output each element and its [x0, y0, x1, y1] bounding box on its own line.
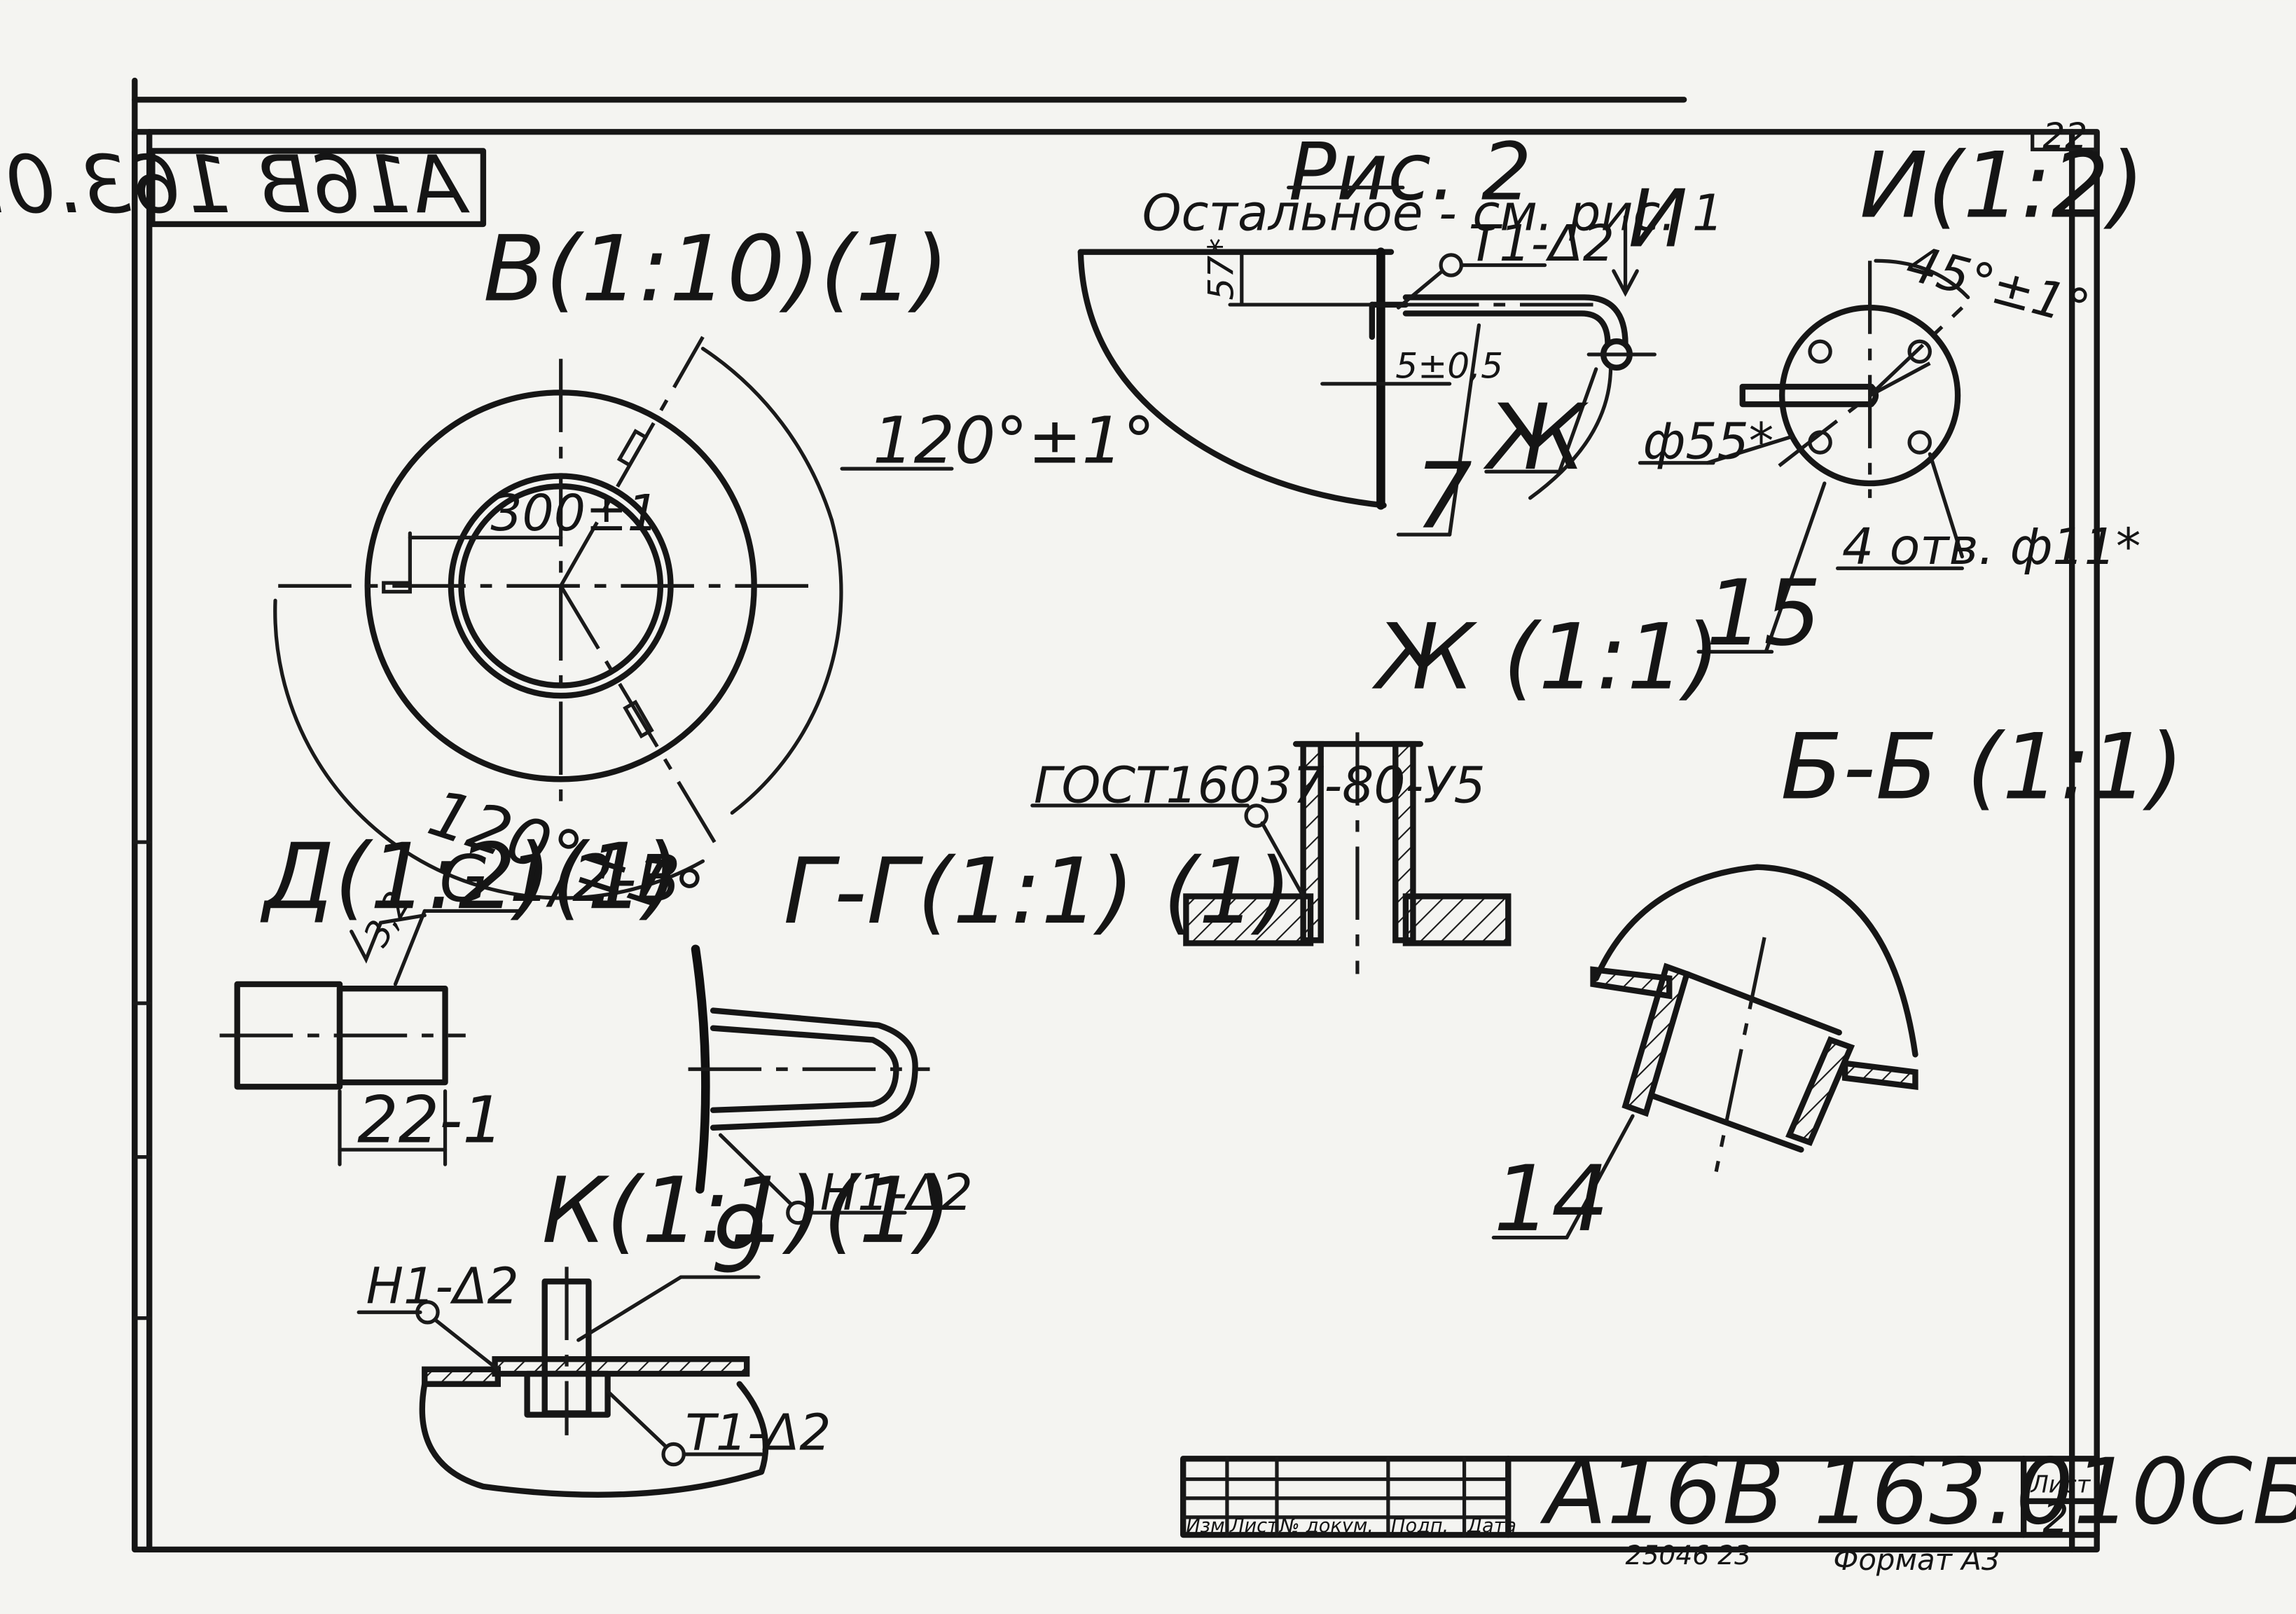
view-v-radius: 300±1 — [490, 484, 658, 542]
view-k-title: К(1:1)(1) — [542, 1158, 952, 1264]
mirrored-code-box: А16В 163.010СБ — [0, 139, 487, 231]
fig2-weld: Т1-Δ2 — [1469, 214, 1614, 273]
view-k-weld-right: Т1-Δ2 — [685, 1404, 831, 1462]
view-g-drawing — [688, 944, 930, 1225]
view-zh-drawing — [1030, 732, 1512, 974]
document-code: А16В 163.010СБ — [1540, 1439, 2296, 1545]
fig2-item: 7 — [1414, 443, 1472, 549]
sheet-frame — [132, 77, 2100, 1553]
view-v-drawing — [273, 336, 954, 900]
fig2-title: Рис. 2 — [1289, 125, 1532, 218]
title-block — [1180, 1456, 2100, 1538]
col-list: Лист — [1229, 1515, 1279, 1537]
fig2-subtitle: Остальное - см. рис. 1 — [1142, 184, 1724, 242]
fig2-view-arrow: И — [1628, 172, 1687, 265]
view-g-title: Г-Г(1:1) (1) — [783, 839, 1292, 944]
view-d-length: 22-1 — [357, 1083, 504, 1158]
view-k-item: 9 — [710, 1187, 768, 1293]
view-v-angle-top: 120°±1° — [873, 404, 1155, 478]
sheet-label: Лист — [2031, 1470, 2091, 1498]
top-corner-number: 22 — [2042, 115, 2087, 156]
format-label: Формат А3 — [1833, 1543, 2000, 1577]
col-izm: Изм. — [1186, 1515, 1231, 1537]
view-k-weld-left: Н1-Δ2 — [366, 1257, 519, 1316]
view-i-holes: 4 отв. ф11* — [1842, 518, 2141, 576]
footer-number: 25046 23 — [1626, 1540, 1752, 1571]
view-i-drawing — [1638, 258, 1970, 654]
view-i-diameter: ф55* — [1643, 412, 1774, 470]
view-v-title: В(1:10)(1) — [483, 216, 949, 322]
view-i-item: 15 — [1706, 560, 1822, 666]
col-date: Дата — [1467, 1515, 1516, 1537]
view-bb-drawing — [1491, 864, 1918, 1240]
view-bb-title: Б-Б (1:1) — [1780, 714, 2184, 820]
view-k-drawing — [357, 1267, 769, 1498]
fig2-view-ref: Ж — [1483, 385, 1589, 490]
fig2-dim-offset: 5±0,5 — [1395, 345, 1503, 386]
view-bb-item: 14 — [1493, 1146, 1609, 1252]
view-i-title: И(1:2) — [1860, 133, 2145, 239]
sheet-number: 2 — [2042, 1494, 2068, 1542]
view-g-weld: Н1-Δ2 — [820, 1164, 973, 1222]
mirrored-code: А16В 163.010СБ — [0, 139, 470, 231]
view-d-title: Д(1:2)(1) — [260, 824, 680, 930]
view-d-drawing — [219, 909, 522, 1166]
view-zh-title: Ж (1:1) — [1371, 605, 1720, 710]
view-d-thread: G 1/2-B — [439, 841, 681, 916]
view-zh-standard: ГОСТ16037-80-У5 — [1034, 757, 1486, 815]
col-sign: Подп. — [1391, 1515, 1448, 1537]
fig2-drawing — [1077, 214, 1657, 537]
fig2-dim-height: 57* — [1200, 238, 1241, 301]
col-doc: № докум. — [1278, 1515, 1374, 1537]
